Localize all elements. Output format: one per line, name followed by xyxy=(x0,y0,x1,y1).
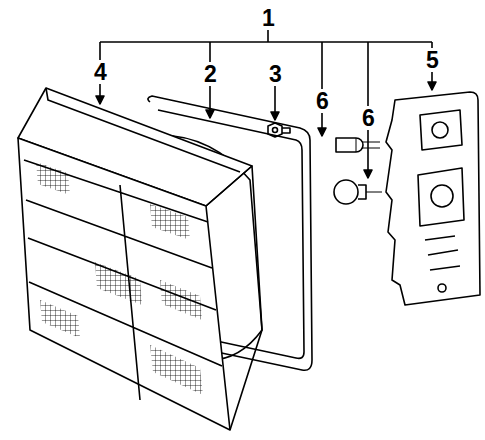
callout-number: 3 xyxy=(267,62,284,86)
callout-number: 1 xyxy=(260,6,277,30)
callout-number: 6 xyxy=(360,106,377,130)
callout-number: 5 xyxy=(424,48,441,72)
callout-number: 6 xyxy=(314,89,331,113)
callout-number: 2 xyxy=(202,62,219,86)
callout-number: 4 xyxy=(92,60,109,84)
